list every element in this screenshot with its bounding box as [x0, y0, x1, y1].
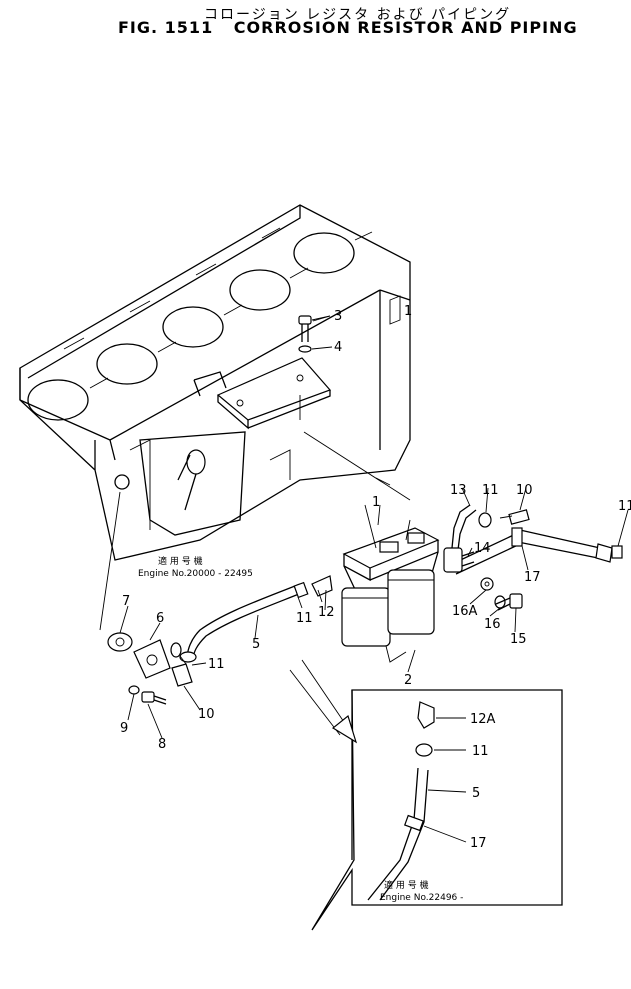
note-applicable-jp: 適 用 号 機: [158, 555, 203, 567]
pipe-5-inset: [367, 767, 419, 901]
callout-12: 12: [318, 605, 335, 620]
callout-15: 15: [510, 632, 527, 647]
callout-10-upper: 10: [516, 483, 533, 498]
clamp-11-right: [611, 545, 623, 559]
callout-6: 6: [156, 611, 164, 626]
mounting-bracket: [193, 357, 411, 501]
bolt-8: [141, 691, 167, 705]
note-inset-jp: 適 用 号 機: [384, 879, 429, 891]
filter-element-left: [341, 587, 391, 647]
callout-11-lower: 11: [208, 657, 225, 672]
cylinder-bore-3: [162, 306, 224, 348]
clamp-17-inset: [404, 814, 424, 832]
figure-title-japanese: コロージョン レジスタ および パイピング: [204, 7, 512, 23]
tube-13: [451, 504, 477, 551]
callout-17: 17: [524, 570, 541, 585]
callout-17-inset: 17: [470, 836, 487, 851]
callout-11-pipe: 11: [296, 611, 313, 626]
callout-1-block: 1: [404, 304, 412, 319]
callout-11-inset: 11: [472, 744, 489, 759]
callout-3: 3: [334, 309, 342, 324]
callout-5: 5: [252, 637, 260, 652]
note-applicable-engine: Engine No.20000 - 22495: [138, 569, 253, 579]
note-inset-engine: Engine No.22496 -: [380, 893, 463, 903]
clamp-11-upper: [478, 512, 492, 528]
washer-9: [128, 685, 140, 695]
fitting-10-upper: [499, 509, 530, 525]
callout-9: 9: [120, 721, 128, 736]
cylinder-bore-2: [229, 269, 291, 311]
clamp-11-inset: [415, 743, 433, 757]
callout-11-upper: 11: [482, 483, 499, 498]
engine-block: [19, 204, 411, 561]
callout-2: 2: [404, 673, 412, 688]
callout-10-lower: 10: [198, 707, 215, 722]
callout-8: 8: [158, 737, 166, 752]
figure-number: FIG. 1511: [118, 18, 214, 37]
callout-16a: 16A: [452, 604, 478, 619]
cylinder-bore-1: [293, 232, 355, 274]
washer-4: [298, 345, 333, 353]
side-cover: [139, 431, 246, 536]
pipe-5: [179, 581, 309, 663]
bolt-3: [298, 315, 331, 342]
figure-title: FIG. 1511 CORROSION RESISTOR AND PIPING: [118, 18, 578, 37]
callout-14: 14: [474, 541, 491, 556]
corrosion-resistor-assembly: [341, 527, 440, 647]
callout-16: 16: [484, 617, 501, 632]
coolant-port: [114, 474, 130, 490]
callout-1: 1: [372, 495, 380, 510]
cylinder-bore-5: [27, 379, 89, 421]
callout-7: 7: [122, 594, 130, 609]
callout-13: 13: [450, 483, 467, 498]
cylinder-bore-4: [96, 343, 158, 385]
figure-title-english: CORROSION RESISTOR AND PIPING: [233, 18, 578, 37]
callout-5-inset: 5: [472, 786, 480, 801]
callout-11-right: 11: [618, 499, 631, 514]
tee-14: [443, 547, 475, 573]
elbow-12a: [417, 701, 435, 729]
callout-4: 4: [334, 340, 342, 355]
inset-detail: [289, 659, 563, 931]
connector-6: [133, 639, 171, 679]
washer-16a: [480, 577, 494, 591]
gasket-7: [107, 632, 133, 652]
filter-element-right: [387, 569, 435, 635]
elbow-12: [311, 575, 333, 603]
fitting-10-lower: [170, 642, 193, 687]
callout-12a: 12A: [470, 712, 496, 727]
hose-17: [451, 527, 623, 575]
